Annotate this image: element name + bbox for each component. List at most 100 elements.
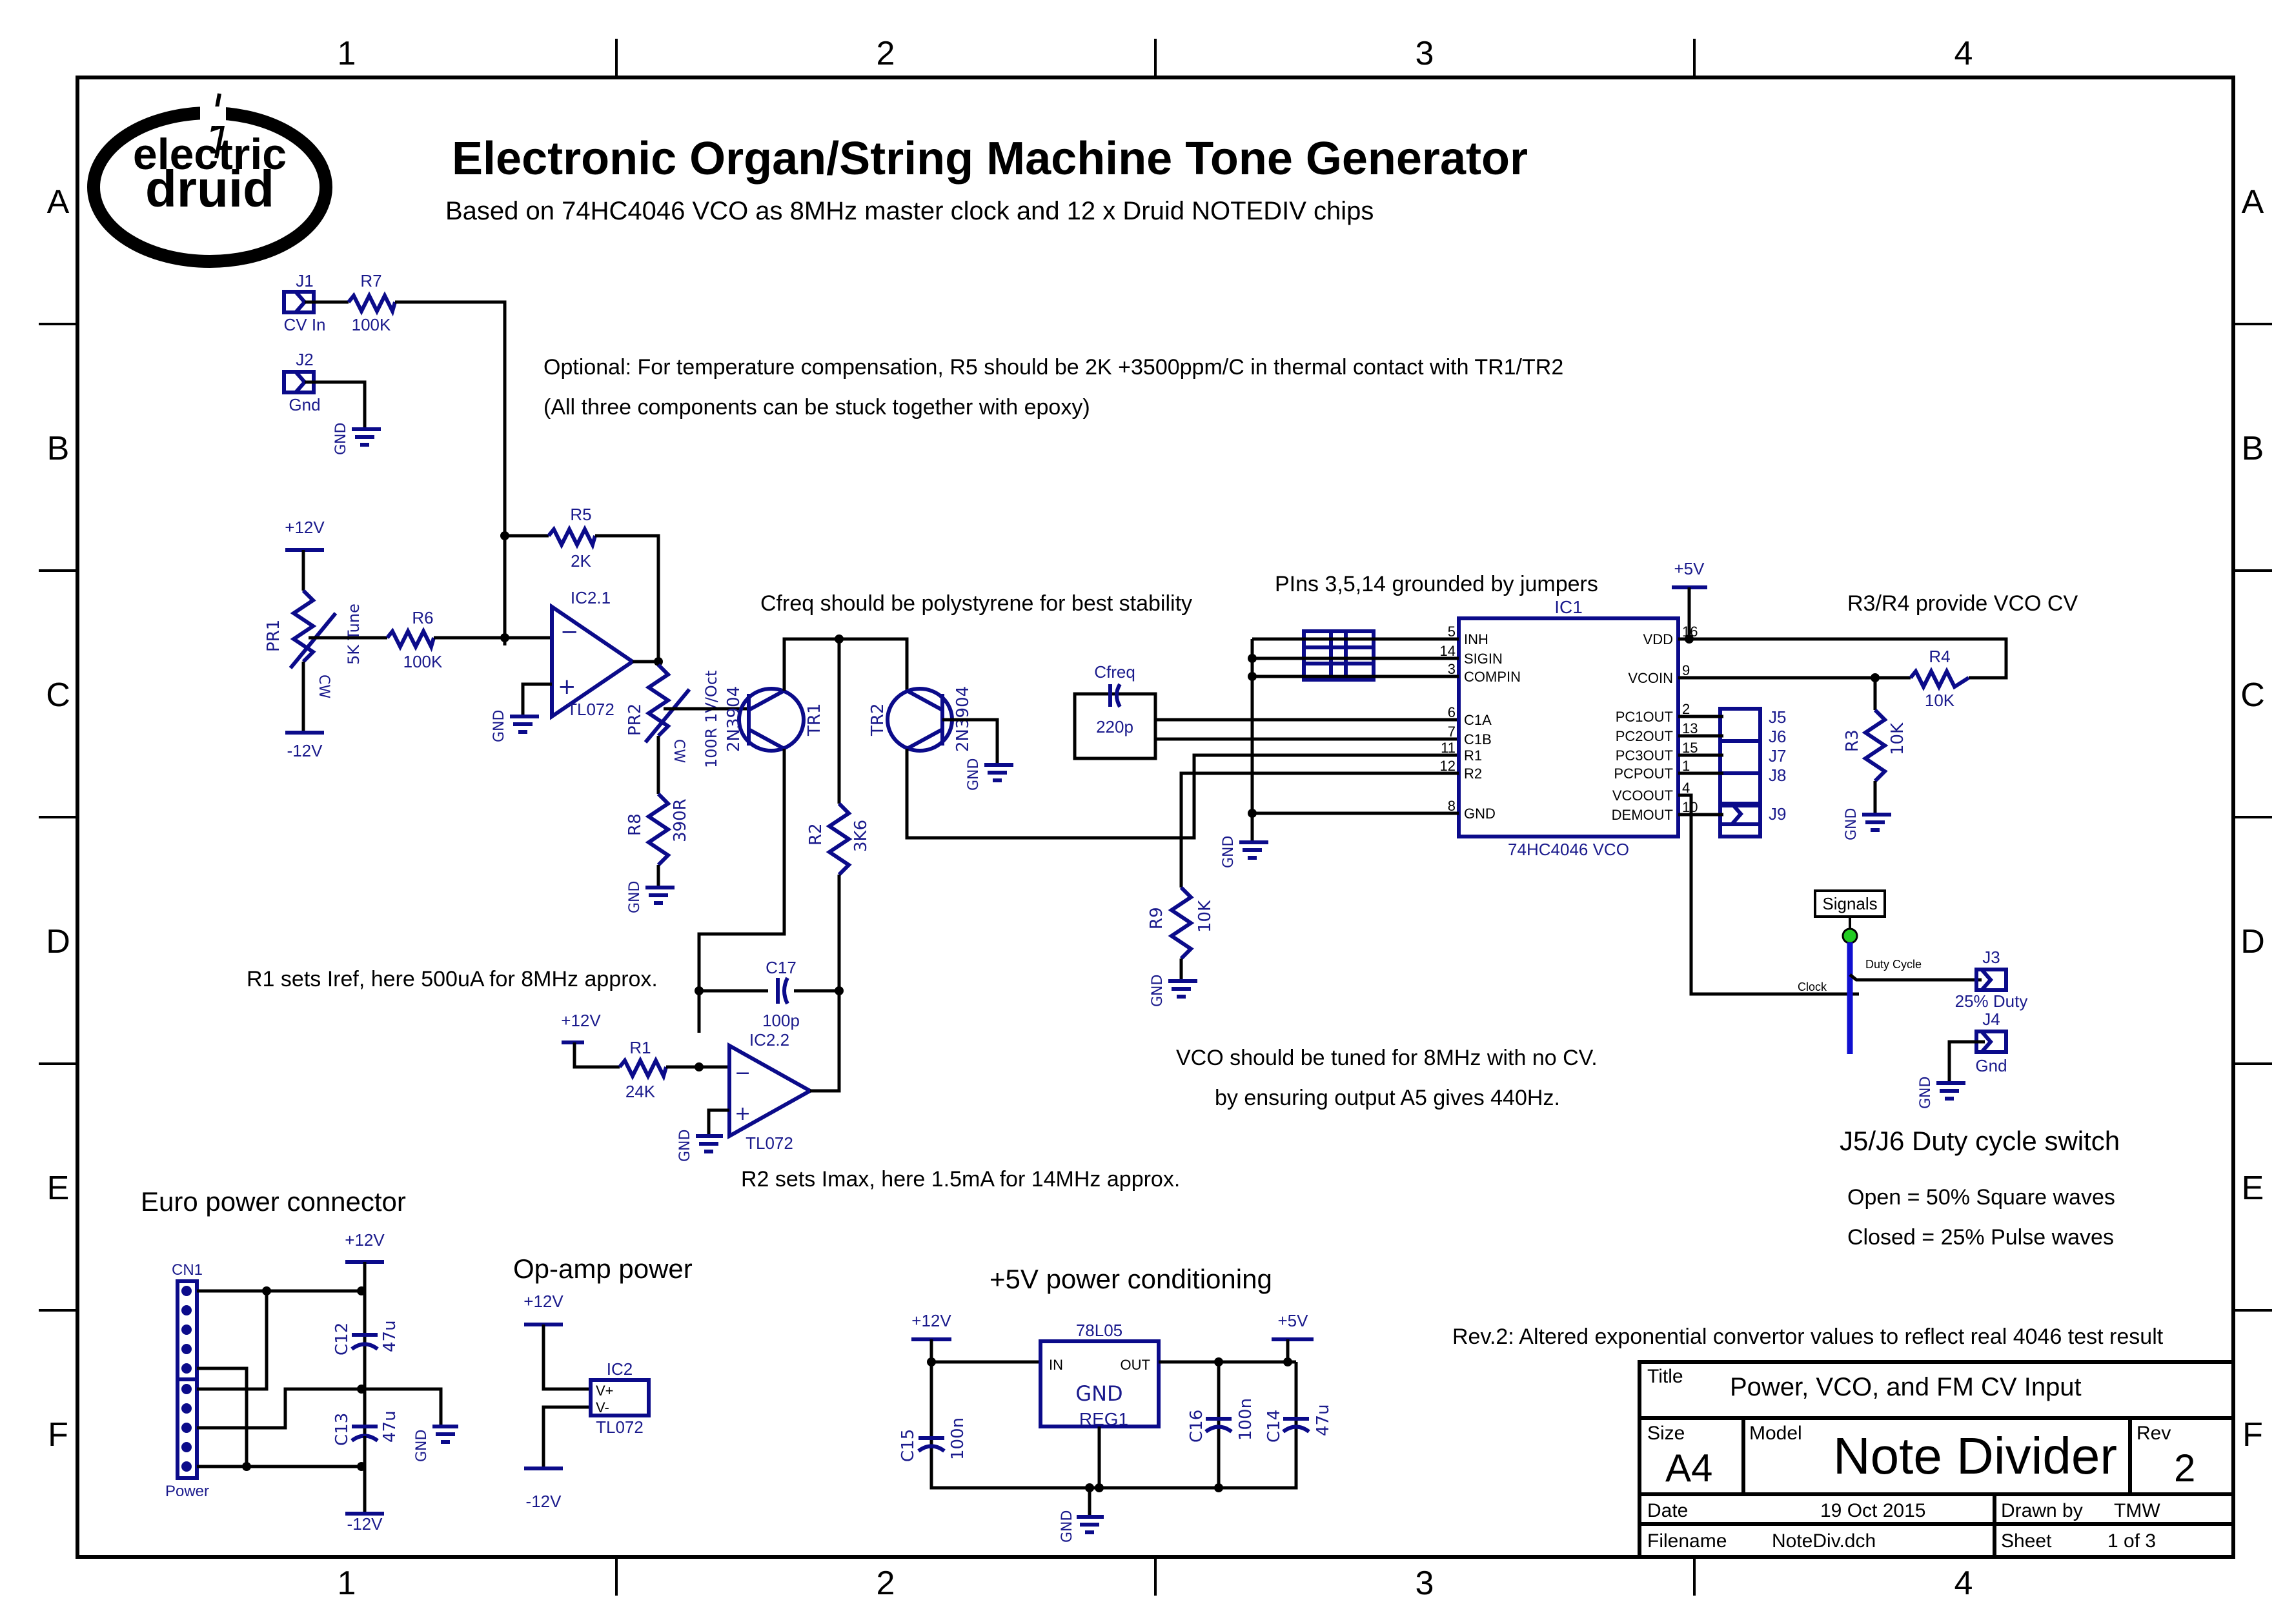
model-label: Model — [1749, 1423, 1802, 1444]
svg-text:CW: CW — [671, 739, 687, 763]
row-label-right-B: B — [2242, 430, 2264, 467]
potentiometer-PR1: PR1 5K Tune CW — [264, 589, 363, 698]
capacitor-C17: C17 100p — [762, 958, 800, 1030]
ground-symbol: GND — [1918, 1077, 1965, 1109]
svg-text:TL072: TL072 — [746, 1133, 793, 1153]
ic1-pin-name: INH — [1464, 631, 1488, 647]
row-label-right-A: A — [2242, 183, 2264, 221]
svg-text:100R 1V/Oct: 100R 1V/Oct — [702, 671, 720, 768]
logo-line2: druid — [145, 160, 274, 218]
sheet-value: 1 of 3 — [2107, 1530, 2156, 1552]
euro-minus12-label: -12V — [347, 1514, 383, 1534]
resistor-R3: R3 10K — [1843, 708, 1907, 783]
svg-text:C15: C15 — [898, 1429, 918, 1462]
ground-symbol: GND — [966, 758, 1013, 791]
drawn-value: TMW — [2114, 1500, 2160, 1521]
filename-label: Filename — [1647, 1530, 1727, 1552]
svg-text:10K: 10K — [1925, 691, 1955, 710]
svg-text:100n: 100n — [1236, 1398, 1255, 1441]
svg-text:5K Tune: 5K Tune — [345, 604, 363, 665]
svg-text:2N3904: 2N3904 — [724, 686, 744, 752]
ic1-pin-number: 8 — [1448, 798, 1456, 814]
svg-text:Duty Cycle: Duty Cycle — [1865, 958, 1922, 971]
svg-text:Cfreq: Cfreq — [1094, 662, 1135, 682]
svg-text:TL072: TL072 — [567, 700, 614, 719]
ic-IC2-power: IC2 V+ V- TL072 — [589, 1359, 651, 1437]
row-label-left-B: B — [47, 430, 70, 467]
svg-text:GND: GND — [1843, 808, 1860, 840]
svg-text:GND: GND — [333, 423, 349, 455]
logo-line1: electric — [133, 130, 287, 179]
ic1-pin-number: 1 — [1682, 758, 1690, 774]
ground-symbol: GND — [1150, 975, 1197, 1007]
transistor-TR1: TR1 2N3904 — [724, 686, 824, 753]
col-label-bottom-3: 3 — [1416, 1565, 1434, 1602]
svg-text:78L05: 78L05 — [1076, 1321, 1122, 1340]
svg-text:REG1: REG1 — [1079, 1409, 1128, 1429]
svg-text:47u: 47u — [380, 1320, 400, 1352]
svg-text:R1: R1 — [629, 1038, 651, 1057]
row-label-right-F: F — [2242, 1416, 2263, 1454]
svg-text:100K: 100K — [403, 652, 443, 671]
svg-text:+: + — [558, 674, 576, 700]
note-temp-comp-1: Optional: For temperature compensation, … — [543, 355, 1563, 380]
ic1-pin-number: 12 — [1440, 758, 1456, 774]
ic1-plus5-label: +5V — [1674, 559, 1705, 578]
ic1-pin-name: COMPIN — [1464, 669, 1521, 685]
jumper-J5-label: J5 — [1769, 707, 1786, 727]
note-duty-open: Open = 50% Square waves — [1847, 1185, 2115, 1210]
svg-text:24K: 24K — [625, 1082, 656, 1101]
row-label-right-D: D — [2240, 923, 2265, 960]
ic1-pin-name: VDD — [1643, 631, 1673, 647]
reg-plus12-label: +12V — [911, 1311, 951, 1330]
ic1-pin-number: 2 — [1682, 701, 1690, 717]
ic1-pin-name: VCOIN — [1628, 670, 1673, 686]
opamp-minus12-label: -12V — [526, 1492, 562, 1511]
ic1-pin-number: 4 — [1682, 780, 1690, 796]
resistor-R7: R7 100K — [347, 271, 397, 334]
svg-text:IN: IN — [1049, 1357, 1063, 1373]
ic1-pin-name: PC1OUT — [1616, 709, 1673, 725]
svg-text:CN1: CN1 — [172, 1261, 203, 1279]
svg-text:TR1: TR1 — [805, 704, 824, 737]
regulator-REG1: 78L05 IN OUT GND REG1 — [1039, 1321, 1161, 1429]
note-tune-1: VCO should be tuned for 8MHz with no CV. — [1176, 1046, 1598, 1070]
col-label-bottom-2: 2 — [877, 1565, 895, 1602]
note-jumpers: PIns 3,5,14 grounded by jumpers — [1275, 572, 1598, 596]
capacitor-C14: C14 47u — [1264, 1404, 1333, 1443]
ground-symbol: GND — [491, 710, 539, 742]
svg-text:GND: GND — [491, 710, 507, 742]
svg-text:10K: 10K — [1888, 722, 1907, 755]
row-label-right-C: C — [2240, 676, 2265, 714]
potentiometer-PR2: PR2 CW 100R 1V/Oct — [625, 663, 720, 768]
signals-bus: Signals Clock Duty Cycle — [1798, 889, 1922, 1054]
row-label-left-F: F — [48, 1416, 68, 1454]
col-label-top-3: 3 — [1416, 35, 1434, 72]
svg-text:100n: 100n — [948, 1417, 968, 1460]
col-label-top-4: 4 — [1954, 35, 1973, 72]
size-value: A4 — [1665, 1446, 1712, 1490]
col-label-top-1: 1 — [338, 35, 356, 72]
svg-text:IC2: IC2 — [607, 1359, 633, 1379]
svg-text:Signals: Signals — [1822, 894, 1877, 913]
jack-J2: J2 Gnd — [282, 350, 321, 414]
sheet-label: Sheet — [2001, 1530, 2052, 1552]
date-value: 19 Oct 2015 — [1820, 1500, 1925, 1521]
ic1-pin-number: 14 — [1440, 643, 1456, 659]
grid-row-dividers — [39, 323, 2272, 1312]
ic1-pin-name: DEMOUT — [1612, 807, 1673, 823]
svg-text:74HC4046 VCO: 74HC4046 VCO — [1508, 840, 1629, 859]
ic1-pin-name: R1 — [1464, 747, 1482, 764]
jack-J3: J3 25% Duty — [1955, 948, 2028, 1011]
svg-text:PR2: PR2 — [625, 704, 645, 736]
ic1-pin-name: GND — [1464, 806, 1496, 822]
row-label-left-C: C — [46, 676, 70, 714]
svg-text:GND: GND — [627, 881, 643, 913]
resistor-R5: R5 2K — [547, 505, 597, 571]
row-label-left-E: E — [47, 1170, 70, 1207]
note-duty-title: J5/J6 Duty cycle switch — [1840, 1126, 2120, 1156]
svg-text:Gnd: Gnd — [1975, 1056, 2007, 1075]
ic1-pin-number: 15 — [1682, 740, 1698, 756]
